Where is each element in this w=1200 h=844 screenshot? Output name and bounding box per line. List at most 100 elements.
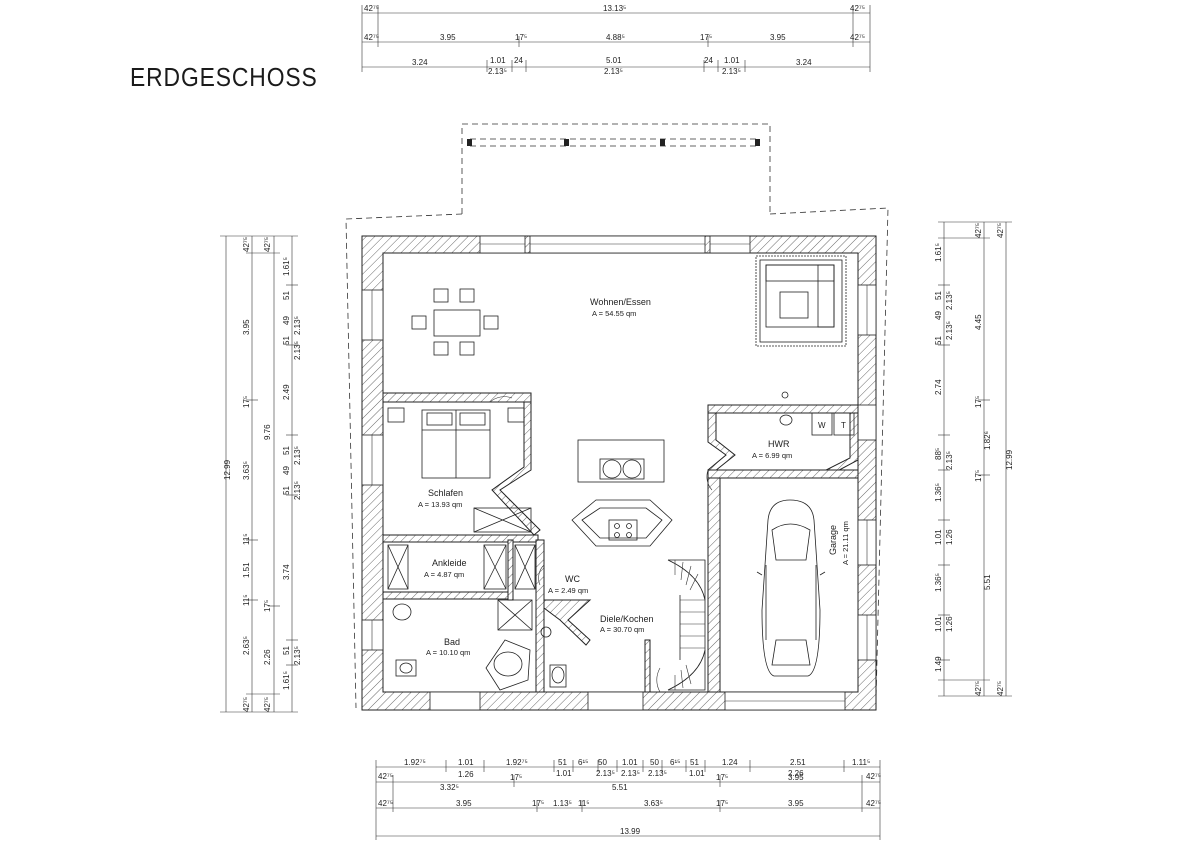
dim-left-2-e: 11⁵ [242,533,251,545]
dim-top-3-e: 5.01 [606,56,622,65]
dim-top-3-f: 2.13⁵ [604,67,623,76]
dim-bottom-2-f: 3.95 [788,773,804,782]
dim-left-total: 12.99 [223,459,232,480]
dim-left-3-b: 9.76 [263,424,272,440]
dim-left-4b-a: 2.13⁵ [293,316,302,335]
wardrobes [387,507,536,590]
dim-right-1-i: 1.36⁵ [934,573,943,592]
dim-left-4-d: 51 [282,336,291,345]
dim-left-3-e: 42⁷⁵ [263,697,272,712]
dim-left-2-b: 3.95 [242,319,251,335]
dim-bottom-3-b: 3.95 [456,799,472,808]
dim-bottom-2-b: 3.32⁵ [440,783,459,792]
dim-left-2-a: 42⁷⁵ [242,237,251,252]
room-label-ankleide: Ankleide [432,558,467,568]
dim-right-2-a: 42⁷⁵ [974,223,983,238]
hwr-fixtures [779,391,855,436]
dim-bottom-3-g: 17⁵ [716,799,728,808]
dim-top-3-b: 1.01 [490,56,506,65]
dim-top-3-d: 24 [514,56,523,65]
dim-bottom-1-f: 6¹⁵ [578,758,588,767]
room-label-garage: Garage [828,525,838,555]
dim-bottom-1b-a: 1.01 [556,769,572,778]
dim-top-1-a: 42⁷⁵ [364,4,379,13]
dim-bottom-1-l: 1.24 [722,758,738,767]
room-label-schlafen: Schlafen [428,488,463,498]
dim-right-1b-e: 1.26 [945,616,954,632]
dim-bottom-1-m: 2.51 [790,758,806,767]
dim-top-3-g: 24 [704,56,713,65]
room-area-wc: A = 2.49 qm [548,586,588,595]
dim-bottom-1-g: 50 [598,758,607,767]
room-area-ankleide: A = 4.87 qm [424,570,464,579]
dim-left-3-c: 17⁵ [263,600,272,612]
dim-top-3-a: 3.24 [412,58,428,67]
dim-left-4b-c: 2.13⁵ [293,446,302,465]
dim-right-1b-c: 2.13⁵ [945,451,954,470]
dim-left-2-i: 42⁷⁵ [242,697,251,712]
dim-right-1-d: 51 [934,336,943,345]
dim-top-1-c: 42⁷⁵ [850,4,865,13]
dim-right-1-h: 1.01 [934,529,943,545]
dim-bottom-2-e: 17⁵ [716,773,728,782]
dim-left-4-e: 2.49 [282,384,291,400]
top-dimension-chain: 42⁷⁵ 13.13⁵ 42⁷⁵ 42⁷⁵ 3.95 17⁵ 4.88⁵ 17⁵… [361,4,871,76]
dim-right-2-d: 1.82⁶ [983,431,992,450]
room-label-diele: Diele/Kochen [600,614,654,624]
dim-right-1-k: 1.49 [934,656,943,672]
dim-left-4-b: 51 [282,291,291,300]
dim-left-4-g: 49 [282,466,291,475]
dim-left-4b-e: 2.13⁵ [293,646,302,665]
dim-top-3-i: 2.13⁵ [722,67,741,76]
dim-left-2-d: 3.63⁵ [242,461,251,480]
dim-left-3-d: 2.26 [263,649,272,665]
dim-top-2-g: 42⁷⁵ [850,33,865,42]
room-area-schlafen: A = 13.93 qm [418,500,462,509]
dim-bottom-1-d: 1.92⁷⁵ [506,758,528,767]
staircase [667,559,706,691]
washer-label: W [818,421,826,430]
dim-bottom-3-d: 1.13⁵ [553,799,572,808]
dim-left-4-a: 1.61⁵ [282,257,291,276]
dim-bottom-1-h: 1.01 [622,758,638,767]
dim-right-1-g: 1.36⁵ [934,483,943,502]
dim-right-1-j: 1.01 [934,616,943,632]
room-area-wohnen: A = 54.55 qm [592,309,636,318]
dim-bottom-1-a: 1.92⁷⁵ [404,758,426,767]
dining-table [411,288,499,356]
dim-left-4-j: 51 [282,646,291,655]
dim-top-1-b: 13.13⁵ [603,4,626,13]
dim-bottom-1-j: 6¹⁵ [670,758,680,767]
dim-top-2-b: 3.95 [440,33,456,42]
dim-bottom-2-g: 42⁷⁵ [866,772,881,781]
dim-right-1b-a: 2.13⁵ [945,291,954,310]
dim-bottom-2-a: 42⁷⁵ [378,772,393,781]
dim-right-1b-b: 2.13⁵ [945,321,954,340]
dim-bottom-2-d: 5.51 [612,783,628,792]
dim-right-2-c: 17⁵ [974,396,983,408]
dim-top-3-j: 3.24 [796,58,812,67]
right-dimension-chain: 1.61⁵ 51 49 51 2.74 88⁵ 1.36⁵ 1.01 1.36⁵… [934,221,1014,697]
dim-right-1-c: 49 [934,311,943,320]
room-label-hwr: HWR [768,439,790,449]
room-label-bad: Bad [444,637,460,647]
dim-bottom-1-i: 50 [650,758,659,767]
dim-left-2-g: 11⁵ [242,594,251,606]
dim-left-4-f: 51 [282,446,291,455]
dim-bottom-3-f: 3.63⁵ [644,799,663,808]
floor-title: ERDGESCHOSS [130,62,318,92]
dim-bottom-4-total: 13.99 [620,827,641,836]
dim-bottom-1-k: 51 [690,758,699,767]
room-label-wohnen: Wohnen/Essen [590,297,651,307]
room-area-bad: A = 10.10 qm [426,648,470,657]
dim-right-3-b: 12.99 [1005,449,1014,470]
dim-right-1b-d: 1.26 [945,529,954,545]
sofa-and-rug [755,255,847,347]
dim-bottom-3-h: 3.95 [788,799,804,808]
dim-right-1-b: 51 [934,291,943,300]
dim-left-4-k: 1.61⁵ [282,671,291,690]
bathroom-fixtures [392,599,567,691]
dim-bottom-1-n: 1.11⁵ [852,758,870,767]
dim-left-2-h: 2.63⁵ [242,636,251,655]
